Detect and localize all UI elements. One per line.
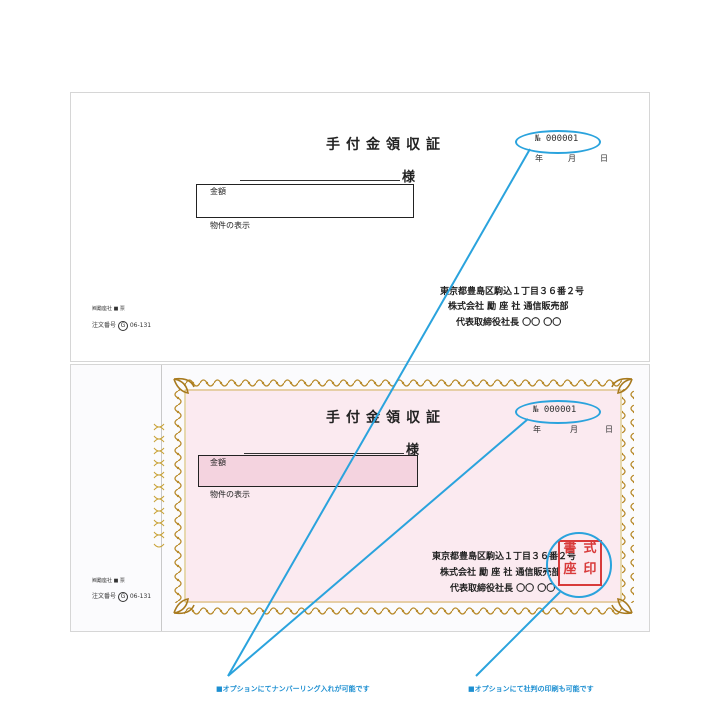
payer-name-line (244, 453, 404, 454)
amount-label: 金額 (210, 187, 226, 196)
date-month-label: 月 (568, 154, 576, 163)
company-name: 株式会社 勵 座 社 通信販売部 (448, 302, 569, 312)
receipt-title: 手付金領収証 (326, 137, 446, 153)
issuer-name: ㈱勵座社 ■ 票 (92, 306, 125, 312)
order-number: 06-131 (129, 593, 152, 600)
property-label: 物件の表示 (210, 221, 250, 230)
seal-option-caption: ■オプションにて社判の印刷も可能です (468, 685, 594, 693)
property-label: 物件の表示 (210, 490, 250, 499)
order-code: 注文番号 G 06-131 (92, 591, 151, 602)
issuer-name: ㈱勵座社 ■ 票 (92, 578, 125, 584)
amount-label: 金額 (210, 458, 226, 467)
company-name: 株式会社 勵 座 社 通信販売部 (440, 568, 561, 578)
order-badge-icon: G (117, 320, 128, 331)
stub-perforation-pattern (153, 423, 165, 548)
amount-box (198, 455, 418, 487)
order-label: 注文番号 (92, 322, 117, 329)
date-day-label: 日 (605, 425, 613, 434)
numbering-callout-ellipse (515, 130, 601, 154)
numbering-option-caption: ■オプションにてナンバーリング入れが可能です (216, 685, 370, 693)
date-year-label: 年 (533, 425, 541, 434)
receipt-title: 手付金領収証 (326, 410, 446, 426)
date-year-label: 年 (535, 154, 543, 163)
date-day-label: 日 (600, 154, 608, 163)
date-month-label: 月 (570, 425, 578, 434)
honorific-sama: 様 (402, 170, 416, 185)
numbering-callout-ellipse (515, 400, 601, 424)
order-label: 注文番号 (92, 593, 117, 600)
company-representative: 代表取締役社長 〇〇 〇〇 (456, 318, 562, 328)
order-badge-icon: G (117, 591, 128, 602)
payer-name-line (240, 180, 400, 181)
amount-box (196, 184, 414, 218)
seal-callout-circle (546, 532, 612, 598)
order-number: 06-131 (129, 322, 152, 329)
company-representative: 代表取締役社長 〇〇 〇〇 (450, 584, 556, 594)
company-address: 東京都豊島区駒込１丁目３６番２号 (440, 287, 585, 297)
order-code: 注文番号 G 06-131 (92, 320, 151, 331)
